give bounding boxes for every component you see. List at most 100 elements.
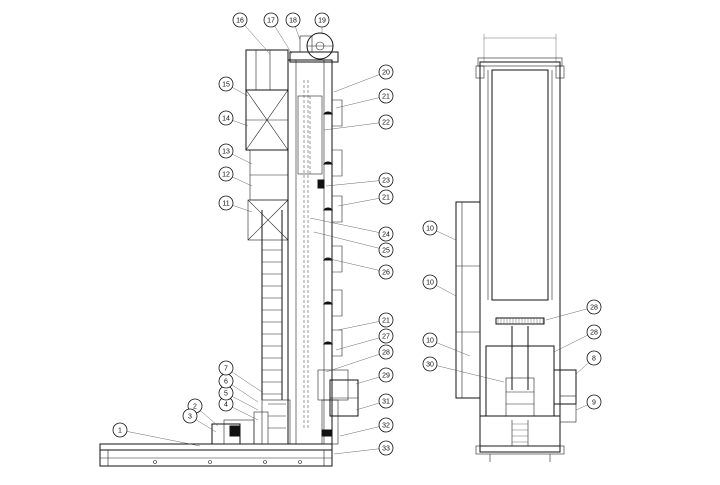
guide-rollers: [322, 99, 343, 357]
side-view: [99, 32, 359, 467]
callout-bubble: [422, 274, 438, 290]
callout-number: 22: [382, 120, 390, 127]
side-callout: 29: [378, 367, 394, 383]
front-callout: 10: [422, 274, 438, 290]
side-callout: 15: [218, 76, 234, 92]
side-callout: 3: [182, 408, 198, 424]
side-callout: 14: [218, 110, 234, 126]
side-leader: [337, 319, 387, 331]
rack-band: [495, 317, 545, 325]
callout-number: 12: [222, 172, 230, 179]
side-callout: 23: [378, 172, 394, 188]
callout-bubble: [422, 332, 438, 348]
base-skid: [99, 443, 333, 467]
callout-bubble: [422, 220, 438, 236]
callout-number: 32: [382, 423, 390, 430]
side-callout: 12: [218, 166, 234, 182]
callout-number: 16: [236, 18, 244, 25]
side-callout: 13: [218, 143, 234, 159]
callout-number: 23: [382, 178, 390, 185]
lower-rotary: [317, 369, 359, 445]
side-callout: 19: [314, 12, 330, 28]
power-unit: [211, 399, 291, 445]
callout-number: 6: [224, 379, 228, 386]
side-leader: [239, 19, 271, 55]
upper-platform: [245, 49, 289, 201]
front-callout: 8: [586, 350, 602, 366]
callout-number: 21: [382, 94, 390, 101]
callout-number: 3: [188, 414, 192, 421]
main-mast: [287, 59, 333, 445]
front-callout: 28: [586, 324, 602, 340]
callout-number: 11: [222, 201, 229, 208]
side-callout: 20: [378, 64, 394, 80]
side-callout: 26: [378, 264, 394, 280]
callout-bubble: [218, 76, 234, 92]
callout-bubble: [218, 360, 234, 376]
side-callout: 6: [218, 373, 234, 389]
callout-number: 18: [289, 18, 297, 25]
side-callout: 16: [232, 12, 248, 28]
callout-number: 21: [382, 318, 390, 325]
callout-number: 28: [590, 330, 598, 337]
callout-bubble: [378, 417, 394, 433]
callout-number: 30: [426, 362, 434, 369]
side-callout: 17: [263, 12, 279, 28]
side-callout: 21: [378, 88, 394, 104]
callout-bubble: [378, 114, 394, 130]
side-leader: [325, 179, 387, 187]
callout-bubble: [378, 367, 394, 383]
callout-bubble: [378, 328, 394, 344]
side-leader: [337, 196, 387, 207]
callout-bubble: [586, 324, 602, 340]
side-leader: [333, 71, 387, 93]
side-callout: 31: [378, 393, 394, 409]
callout-bubble: [378, 242, 394, 258]
callout-number: 33: [382, 446, 390, 453]
callout-number: 14: [222, 116, 230, 123]
side-leader: [325, 257, 387, 273]
callout-number: 20: [382, 70, 390, 77]
side-callout: 1: [112, 422, 128, 438]
front-callout: 30: [422, 356, 438, 372]
callout-number: 29: [382, 373, 390, 380]
callout-number: 15: [222, 82, 230, 89]
callout-number: 7: [224, 366, 228, 373]
side-callout: 18: [285, 12, 301, 28]
callout-number: 28: [590, 305, 598, 312]
side-leader: [325, 351, 387, 373]
callout-bubble: [378, 312, 394, 328]
callout-number: 25: [382, 248, 390, 255]
front-leader: [429, 363, 505, 383]
callout-bubble: [182, 408, 198, 424]
callout-number: 31: [382, 399, 390, 406]
callout-bubble: [378, 88, 394, 104]
callout-number: 5: [224, 391, 228, 398]
callout-bubble: [378, 264, 394, 280]
side-callout: 4: [218, 396, 234, 412]
callout-bubble: [218, 166, 234, 182]
callout-number: 8: [592, 356, 596, 363]
side-leader: [333, 447, 387, 455]
side-callout: 11: [218, 195, 234, 211]
callout-number: 17: [267, 18, 275, 25]
callout-bubble: [218, 143, 234, 159]
callout-leaders: [119, 19, 595, 455]
callout-number: 1: [118, 428, 122, 435]
side-panels: [455, 201, 481, 399]
front-view: [455, 34, 577, 462]
front-callout: 10: [422, 332, 438, 348]
callout-number: 27: [382, 334, 390, 341]
side-leader: [313, 231, 387, 251]
side-callout: 22: [378, 114, 394, 130]
callout-number: 10: [426, 338, 434, 345]
callout-number: 28: [382, 350, 390, 357]
callout-number: 24: [382, 232, 390, 239]
mast-head: [289, 32, 339, 63]
callout-number: 19: [318, 18, 326, 25]
side-callout: 27: [378, 328, 394, 344]
top-dimension: [483, 34, 557, 62]
callout-bubble: [232, 12, 248, 28]
